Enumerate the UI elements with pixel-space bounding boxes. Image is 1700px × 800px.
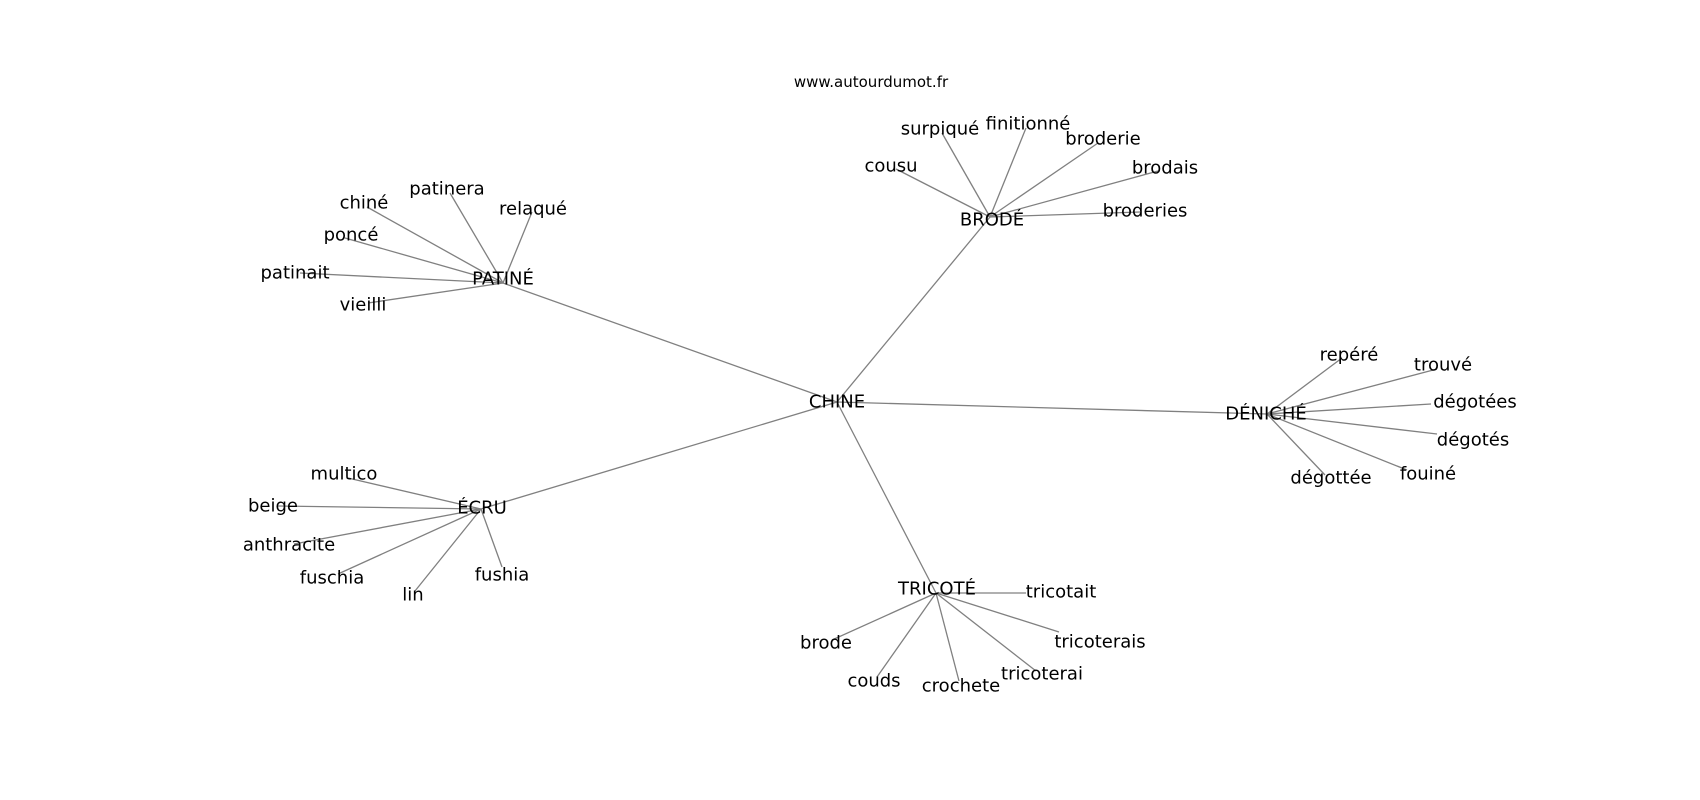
- leaf-node-label: repéré: [1320, 345, 1379, 366]
- leaf-node-label: dégottée: [1290, 468, 1371, 489]
- branch-leaf-edge: [989, 127, 1027, 218]
- leaf-node-label: dégotées: [1433, 392, 1517, 413]
- site-url-label: www.autourdumot.fr: [793, 73, 949, 91]
- branch-node-label: DÉNICHÉ: [1225, 403, 1306, 425]
- branch-leaf-edge: [831, 592, 937, 641]
- leaf-node-label: relaqué: [499, 199, 567, 220]
- branch-leaf-edge: [1266, 413, 1408, 471]
- branch-leaf-edge: [941, 132, 991, 218]
- leaf-node-label: patinait: [260, 263, 329, 284]
- branch-node-label: TRICOTÉ: [897, 578, 976, 600]
- branch-leaf-edge: [277, 505, 482, 510]
- leaf-node-label: tricoterais: [1054, 632, 1145, 653]
- leaf-node-label: beige: [248, 496, 298, 517]
- leaf-node-label: dégotés: [1437, 430, 1509, 451]
- branch-leaf-edge: [989, 142, 1099, 218]
- branch-leaf-edge: [1266, 357, 1343, 415]
- root-branch-edge: [502, 282, 838, 403]
- leaf-node-label: fouiné: [1400, 464, 1456, 485]
- branch-leaf-edge: [1266, 413, 1438, 435]
- branch-leaf-edge: [480, 508, 503, 568]
- root-node-label: CHINE: [809, 392, 865, 413]
- branch-leaf-edge: [989, 211, 1141, 218]
- branch-leaf-edge: [935, 592, 1037, 672]
- leaf-node-label: cousu: [864, 156, 917, 177]
- branch-leaf-edge: [895, 168, 991, 218]
- branch-leaf-edge: [337, 508, 482, 575]
- leaf-node-label: anthracite: [243, 535, 335, 556]
- leaf-node-label: broderie: [1065, 129, 1140, 150]
- leaf-node-label: poncé: [324, 225, 379, 246]
- leaf-node-label: chiné: [340, 193, 389, 214]
- branch-leaf-edge: [414, 508, 482, 592]
- leaf-node-label: multico: [311, 464, 378, 485]
- leaf-node-label: lin: [402, 585, 423, 606]
- branch-node-label: PATINÉ: [472, 268, 534, 290]
- leaf-node-label: trouvé: [1414, 355, 1472, 376]
- leaf-node-label: couds: [847, 671, 900, 692]
- leaf-node-label: fushia: [475, 565, 530, 586]
- leaf-node-label: crochete: [922, 676, 1000, 697]
- branch-leaf-edge: [293, 508, 482, 545]
- branch-leaf-edge: [449, 192, 504, 284]
- root-branch-edge: [836, 216, 991, 403]
- branch-node-label: BRODÉ: [960, 209, 1024, 231]
- branch-leaf-edge: [989, 170, 1159, 218]
- branch-leaf-edge: [1266, 413, 1326, 476]
- branch-leaf-edge: [935, 592, 1060, 633]
- leaf-node-label: surpiqué: [901, 119, 980, 140]
- branch-leaf-edge: [876, 592, 937, 678]
- branch-leaf-edge: [299, 272, 504, 284]
- graph-labels: CHINE PATINÉ patinera relaqué chiné poncé pati…: [243, 114, 1517, 697]
- leaf-node-label: brodais: [1132, 158, 1198, 179]
- root-branch-edge: [836, 401, 937, 594]
- branch-leaf-edge: [502, 211, 533, 284]
- branch-leaf-edge: [347, 477, 482, 510]
- branch-leaf-edge: [1266, 403, 1432, 415]
- leaf-node-label: vieilli: [340, 295, 387, 316]
- branch-leaf-edge: [366, 206, 504, 284]
- root-branch-edge: [836, 401, 1268, 415]
- leaf-node-label: tricoterai: [1001, 664, 1083, 685]
- branch-leaf-edge: [367, 282, 504, 304]
- branch-leaf-edge: [344, 237, 504, 284]
- branch-leaf-edge: [935, 592, 960, 682]
- root-branch-edge: [480, 401, 838, 510]
- leaf-node-label: finitionné: [986, 114, 1071, 135]
- leaf-node-label: patinera: [409, 179, 484, 200]
- branch-leaf-edge: [1266, 368, 1438, 415]
- leaf-node-label: broderies: [1103, 201, 1188, 222]
- leaf-node-label: brode: [800, 633, 852, 654]
- leaf-node-label: tricotait: [1026, 582, 1097, 603]
- branch-node-label: ÉCRU: [457, 497, 507, 519]
- leaf-node-label: fuschia: [300, 568, 364, 589]
- graph-edges: [277, 127, 1438, 682]
